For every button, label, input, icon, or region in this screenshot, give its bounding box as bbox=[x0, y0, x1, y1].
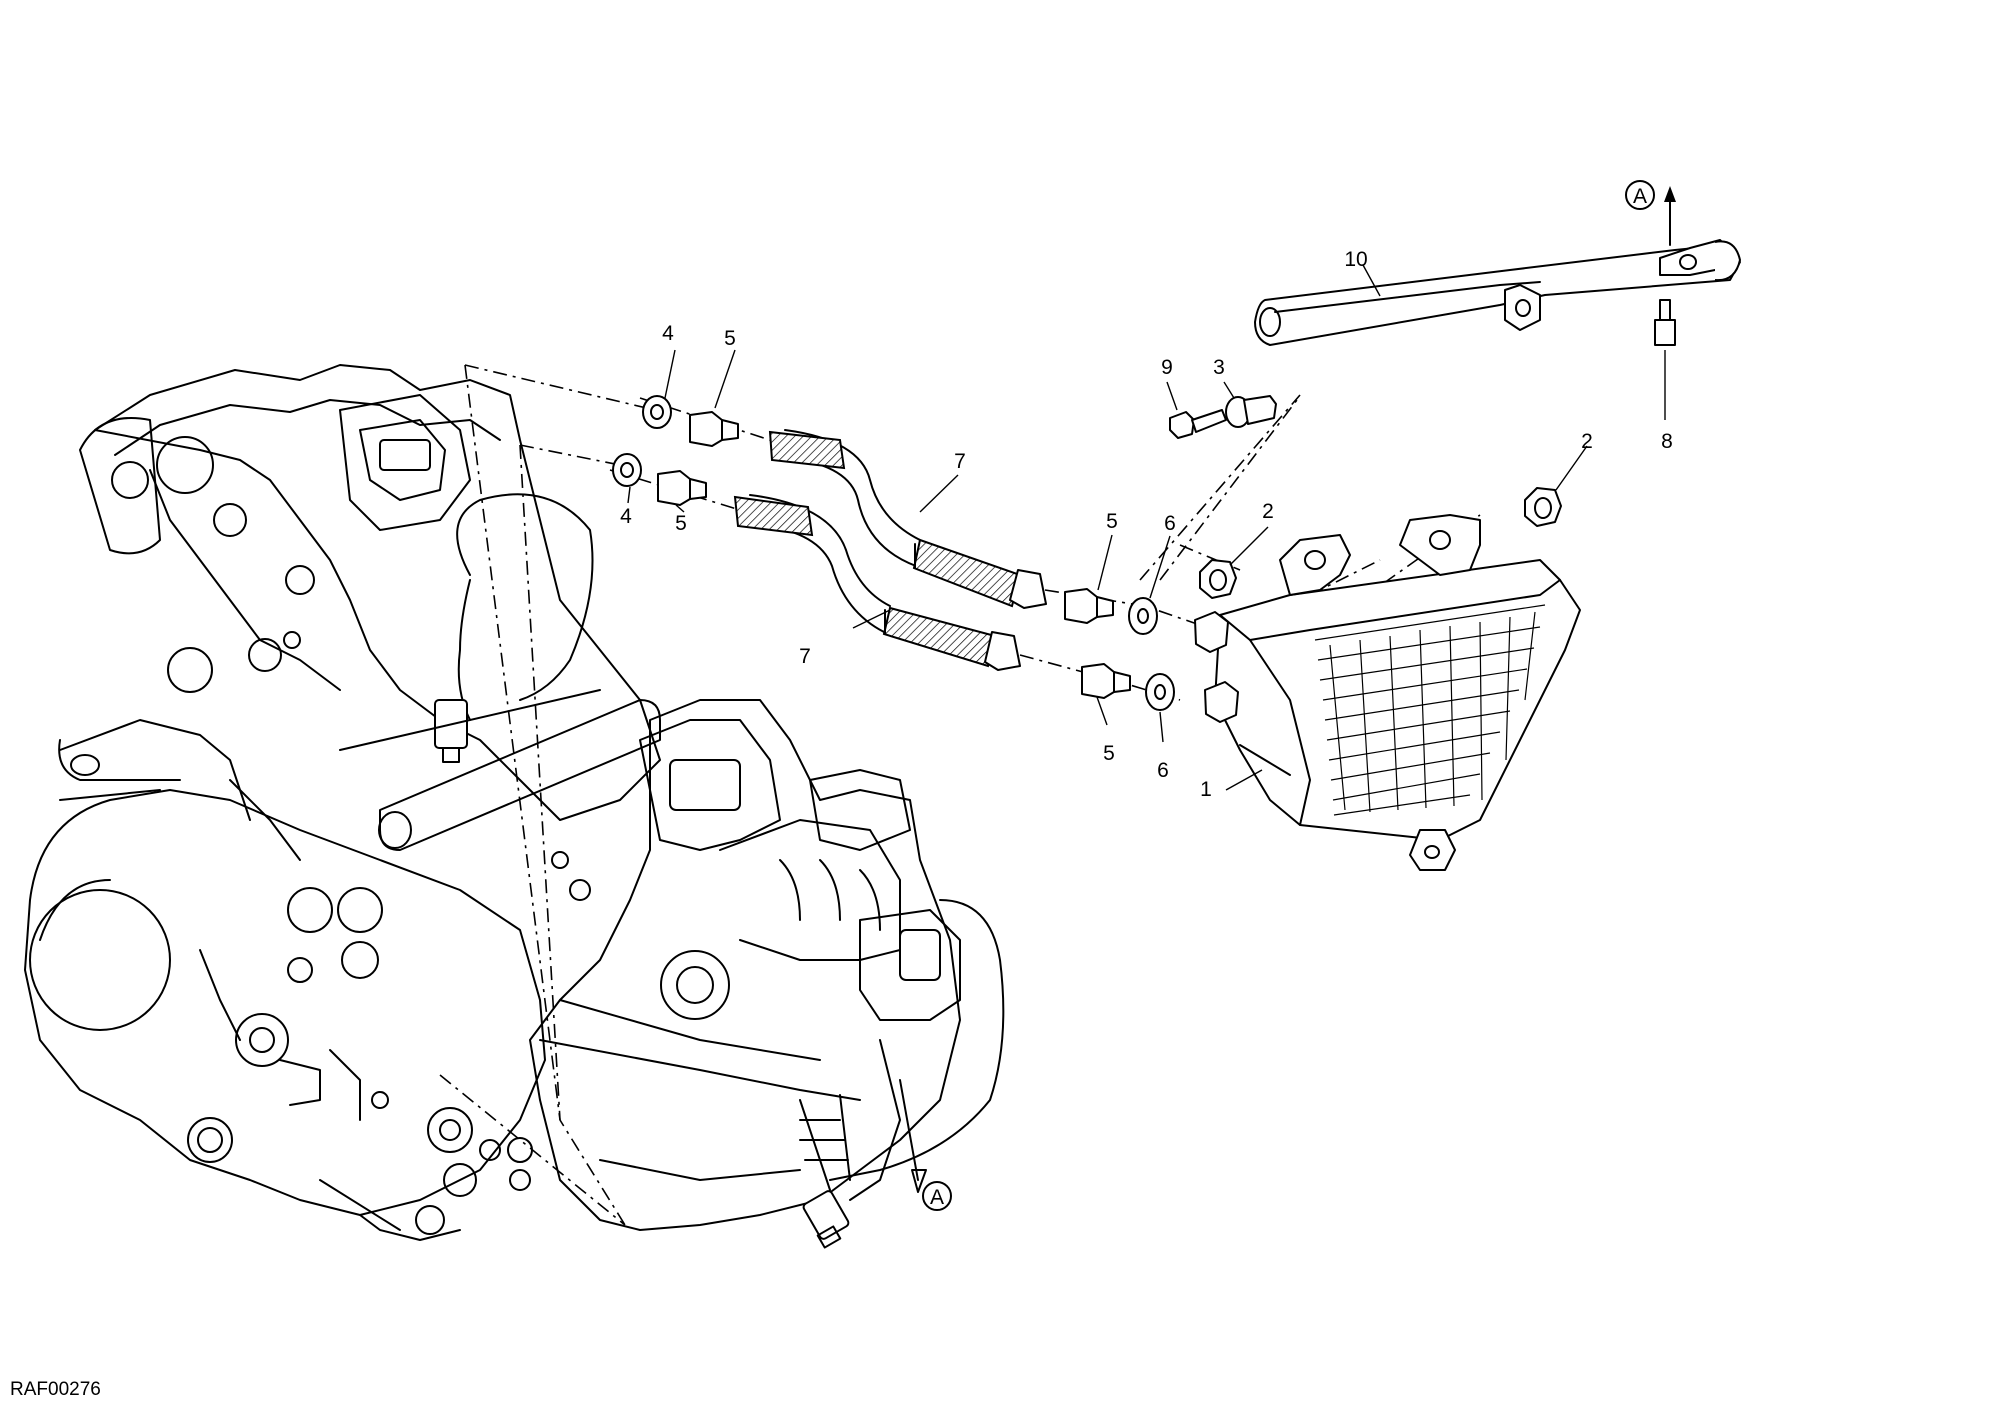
callout-2-left: 2 bbox=[1262, 500, 1274, 523]
callout-10: 10 bbox=[1344, 248, 1367, 271]
oil-hose-lower bbox=[733, 494, 1021, 671]
oil-hose-upper bbox=[768, 429, 1047, 609]
rubber-grommet-2-right bbox=[1524, 487, 1562, 527]
support-bracket-10 bbox=[1254, 239, 1741, 346]
connector-a-top-label: A bbox=[1633, 185, 1647, 208]
screw-9 bbox=[1169, 409, 1227, 439]
callout-5-lower: 5 bbox=[675, 512, 687, 535]
spacer-3 bbox=[1225, 395, 1277, 428]
engine-block bbox=[24, 364, 1005, 1249]
seal-washer-6-lower bbox=[1145, 673, 1175, 711]
seal-washer-6-upper bbox=[1128, 597, 1158, 635]
callout-7-lower: 7 bbox=[799, 645, 811, 668]
callout-3: 3 bbox=[1213, 356, 1225, 379]
phantom-planes bbox=[439, 364, 656, 1226]
stud-8 bbox=[1654, 299, 1676, 346]
callout-2-right: 2 bbox=[1581, 430, 1593, 453]
connector-a-bottom: A bbox=[922, 1181, 952, 1211]
union-fitting-5-c bbox=[1064, 588, 1114, 624]
connector-a-bottom-label: A bbox=[930, 1186, 944, 1209]
connector-a-top: A bbox=[1625, 180, 1655, 210]
callout-4-lower: 4 bbox=[620, 505, 632, 528]
callout-8: 8 bbox=[1661, 430, 1673, 453]
callout-5-right-lower: 5 bbox=[1103, 742, 1115, 765]
connector-a-top-arrow bbox=[1664, 186, 1676, 246]
oil-cooler-radiator bbox=[1194, 514, 1581, 871]
reference-code: RAF00276 bbox=[10, 1379, 101, 1400]
rubber-grommet-2-left bbox=[1199, 559, 1237, 599]
callout-6-upper: 6 bbox=[1164, 512, 1176, 535]
callout-leaders bbox=[627, 264, 1666, 791]
seal-washer-4-upper bbox=[642, 395, 672, 429]
union-fitting-5-d bbox=[1081, 663, 1131, 699]
union-fitting-5-b bbox=[657, 470, 707, 506]
callout-5-upper: 5 bbox=[724, 327, 736, 350]
callout-4-upper: 4 bbox=[662, 322, 674, 345]
callout-5-right-upper: 5 bbox=[1106, 510, 1118, 533]
callout-1: 1 bbox=[1200, 778, 1212, 801]
union-fitting-5-a bbox=[689, 411, 739, 447]
seal-washer-4-lower bbox=[612, 453, 642, 487]
callout-9: 9 bbox=[1161, 356, 1173, 379]
callout-7-upper: 7 bbox=[954, 450, 966, 473]
callout-6-lower: 6 bbox=[1157, 759, 1169, 782]
